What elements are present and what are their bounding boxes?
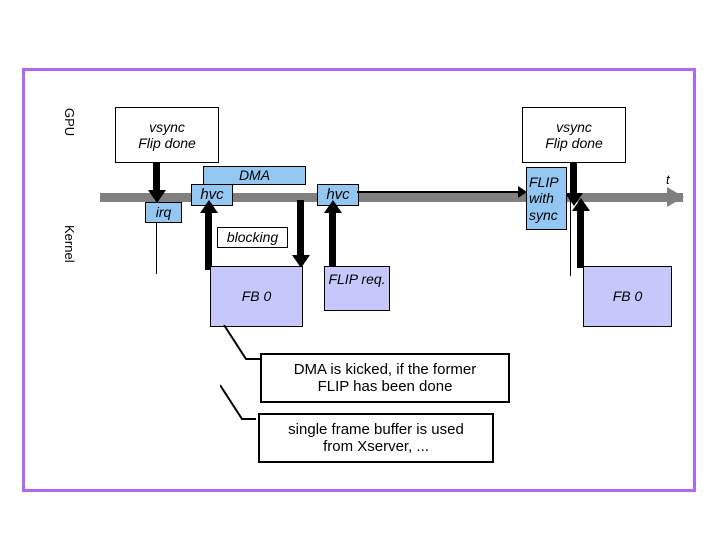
vsync-flip-done-box-left: vsync Flip done xyxy=(115,107,219,163)
fb0right-to-timeline-arrow-shaft xyxy=(577,210,584,268)
irq-dropline xyxy=(156,223,157,274)
vsync-label-right: vsync xyxy=(556,118,592,135)
vsync-to-irq-arrow-shaft xyxy=(153,163,160,193)
callout-dma-line2: FLIP has been done xyxy=(317,378,453,395)
dma-to-fb0-arrow-head xyxy=(292,255,310,268)
timeline-arrowhead xyxy=(667,187,684,207)
irq-box: irq xyxy=(145,202,182,223)
timeline-axis-label: t xyxy=(666,172,670,187)
dma-to-fb0-arrow-shaft xyxy=(297,200,304,258)
flip-with-sync-box: FLIP with sync xyxy=(526,167,567,230)
callout-framebuffer-line2: from Xserver, ... xyxy=(323,438,429,455)
vsync-right-arrow-shaft xyxy=(570,163,577,196)
flip-with-sync-line1: FLIP xyxy=(529,174,559,191)
flip-req-box: FLIP req. xyxy=(324,266,390,311)
dma-box: DMA xyxy=(203,166,306,185)
timeline-axis xyxy=(100,193,683,202)
hvc-to-flip-arrow-head xyxy=(518,186,527,198)
leader-line-framebuffer xyxy=(220,384,256,420)
hvc-to-flip-arrow-shaft xyxy=(357,191,520,193)
vsync-label-left: vsync xyxy=(149,118,185,135)
callout-dma-line1: DMA is kicked, if the former xyxy=(293,360,477,378)
callout-framebuffer-box: single frame buffer is used from Xserver… xyxy=(258,413,494,463)
fb0-box-right: FB 0 xyxy=(583,266,672,327)
flip-done-label-right: Flip done xyxy=(545,135,603,151)
flip-done-label-left: Flip done xyxy=(138,135,196,151)
vsync-flip-done-box-right: vsync Flip done xyxy=(522,107,626,163)
lane-label-kernel: Kernel xyxy=(62,225,77,263)
lane-label-gpu: GPU xyxy=(62,108,77,137)
blocking-box: blocking xyxy=(217,227,288,248)
flip-with-sync-line2: with xyxy=(529,190,554,207)
callout-dma-box: DMA is kicked, if the former FLIP has be… xyxy=(260,353,510,403)
fb0-to-hvc-arrow-shaft xyxy=(205,212,212,270)
flipreq-to-hvc-arrow-shaft xyxy=(329,212,336,270)
fb0-box-left: FB 0 xyxy=(210,266,303,327)
leader-line-dma xyxy=(223,325,260,360)
fb0right-to-timeline-arrow-head xyxy=(572,198,590,211)
flipreq-to-hvc-arrow-head xyxy=(324,200,342,213)
callout-framebuffer-line1: single frame buffer is used xyxy=(288,420,464,438)
flip-with-sync-line3: sync xyxy=(529,206,558,223)
callout-leader-lines xyxy=(220,325,260,420)
vsync-to-irq-arrow-head xyxy=(148,190,166,203)
flip-done-dropline xyxy=(570,196,571,276)
fb0-to-hvc-arrow-head xyxy=(200,200,218,213)
